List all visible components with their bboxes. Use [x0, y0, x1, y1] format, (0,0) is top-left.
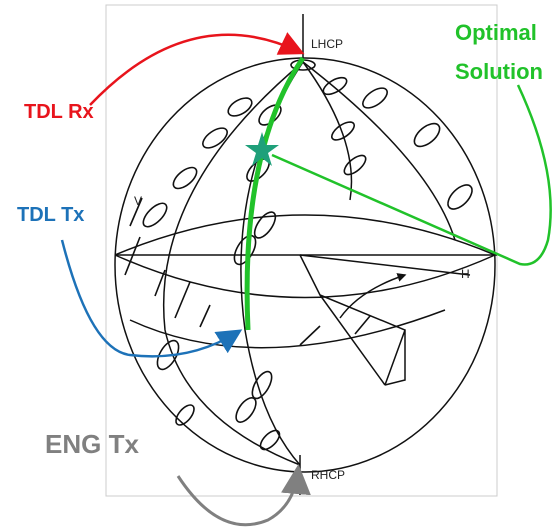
linear-polarization-tick	[199, 304, 211, 328]
polarization-ellipse	[447, 184, 473, 210]
optimal-solution-star	[245, 132, 279, 166]
tdl-rx-arrow	[89, 32, 305, 106]
wedge-construction	[299, 254, 471, 386]
linear-polarization-tick	[299, 325, 321, 346]
polarization-ellipse	[202, 127, 228, 149]
figure-frame	[105, 4, 498, 497]
inner-arc-arrow	[339, 273, 407, 319]
polarization-ellipse	[322, 76, 348, 96]
tdl-tx-label: TDL Tx	[17, 204, 85, 226]
optimal-solution-path	[244, 56, 306, 331]
v-axis-label: V	[134, 194, 143, 208]
rhcp-label: RHCP	[311, 468, 346, 482]
h-axis-label: H	[461, 267, 470, 281]
equator-front	[114, 254, 496, 299]
meridian-left	[162, 61, 304, 466]
polarization-ellipse	[175, 404, 195, 426]
equator-back	[114, 214, 496, 256]
polarization-ellipse	[251, 370, 273, 400]
linear-polarization-tick	[129, 197, 143, 227]
polarization-ellipse	[227, 97, 253, 117]
polarization-ellipse	[343, 154, 367, 176]
linear-polarization-tick	[124, 236, 141, 276]
eng-tx-arrow	[176, 464, 311, 527]
linear-polarization-tick	[174, 281, 191, 319]
polarization-ellipse	[259, 429, 281, 451]
meridian-right	[302, 61, 456, 241]
polarization-ellipse	[362, 87, 388, 109]
tdl-rx-label: TDL Rx	[24, 101, 94, 123]
optimal-solution-arrow	[271, 84, 552, 266]
solution-label: Solution	[455, 59, 543, 84]
polarization-ellipse	[235, 397, 257, 423]
eng-tx-label: ENG Tx	[45, 429, 139, 459]
polarization-ellipse	[253, 211, 277, 239]
optimal-label: Optimal	[455, 20, 537, 45]
polarization-ellipse	[413, 122, 441, 148]
linear-polarization-tick	[354, 315, 371, 335]
polarization-ellipse	[156, 339, 180, 371]
meridian-inner	[302, 61, 353, 201]
polarization-ellipse	[172, 166, 198, 190]
polarization-ellipse	[331, 121, 355, 141]
linear-polarization-tick	[154, 269, 166, 297]
tdl-tx-arrow	[60, 239, 243, 358]
polarization-ellipse	[142, 202, 168, 228]
polarization-ellipse	[233, 234, 257, 266]
lhcp-label: LHCP	[311, 37, 344, 51]
